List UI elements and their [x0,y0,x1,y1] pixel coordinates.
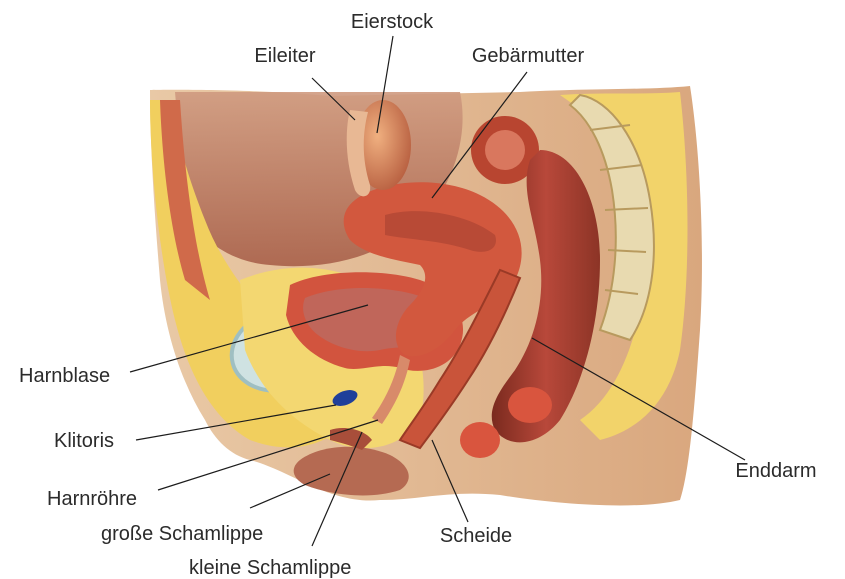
label-eierstock: Eierstock [351,11,434,33]
label-grosse-schamlippe: große Schamlippe [101,523,263,545]
label-enddarm: Enddarm [735,460,816,482]
label-eileiter: Eileiter [254,45,315,67]
anus-shape [508,387,552,423]
label-harnblase: Harnblase [19,365,110,387]
intestine-lumen [485,130,525,170]
label-klitoris: Klitoris [54,430,114,452]
perineum-shape [460,422,500,458]
label-harnroehre: Harnröhre [47,488,137,510]
label-kleine-schamlippe: kleine Schamlippe [189,557,351,579]
label-scheide: Scheide [440,525,512,547]
leader-grosse-schamlippe [250,474,330,508]
label-gebaermutter: Gebärmutter [472,45,585,67]
